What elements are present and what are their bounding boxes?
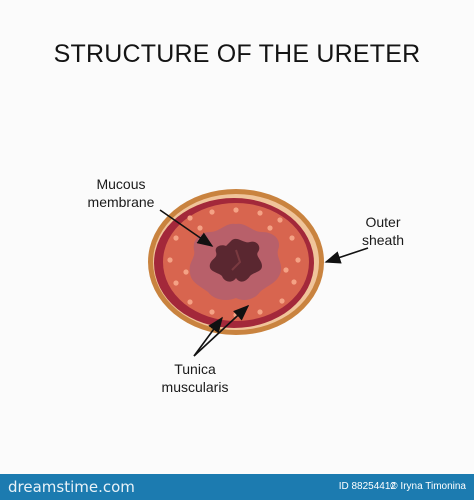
lumen-highlight [231, 249, 242, 271]
image-id: ID 88254412 [338, 481, 396, 492]
watermark-footer: dreamstime.com ID 88254412 © Iryna Timon… [0, 474, 474, 500]
arrow-tunica-1 [193, 316, 223, 357]
muscle-dots [167, 207, 301, 318]
arrow-mucous [159, 209, 214, 247]
author-credit: © Iryna Timonina [390, 481, 466, 492]
page-title: STRUCTURE OF THE URETER [53, 40, 421, 68]
arrow-outer [324, 247, 369, 264]
site-logo: dreamstime.com [8, 478, 135, 496]
lumen [209, 238, 262, 282]
arrow-tunica-2 [193, 304, 250, 357]
